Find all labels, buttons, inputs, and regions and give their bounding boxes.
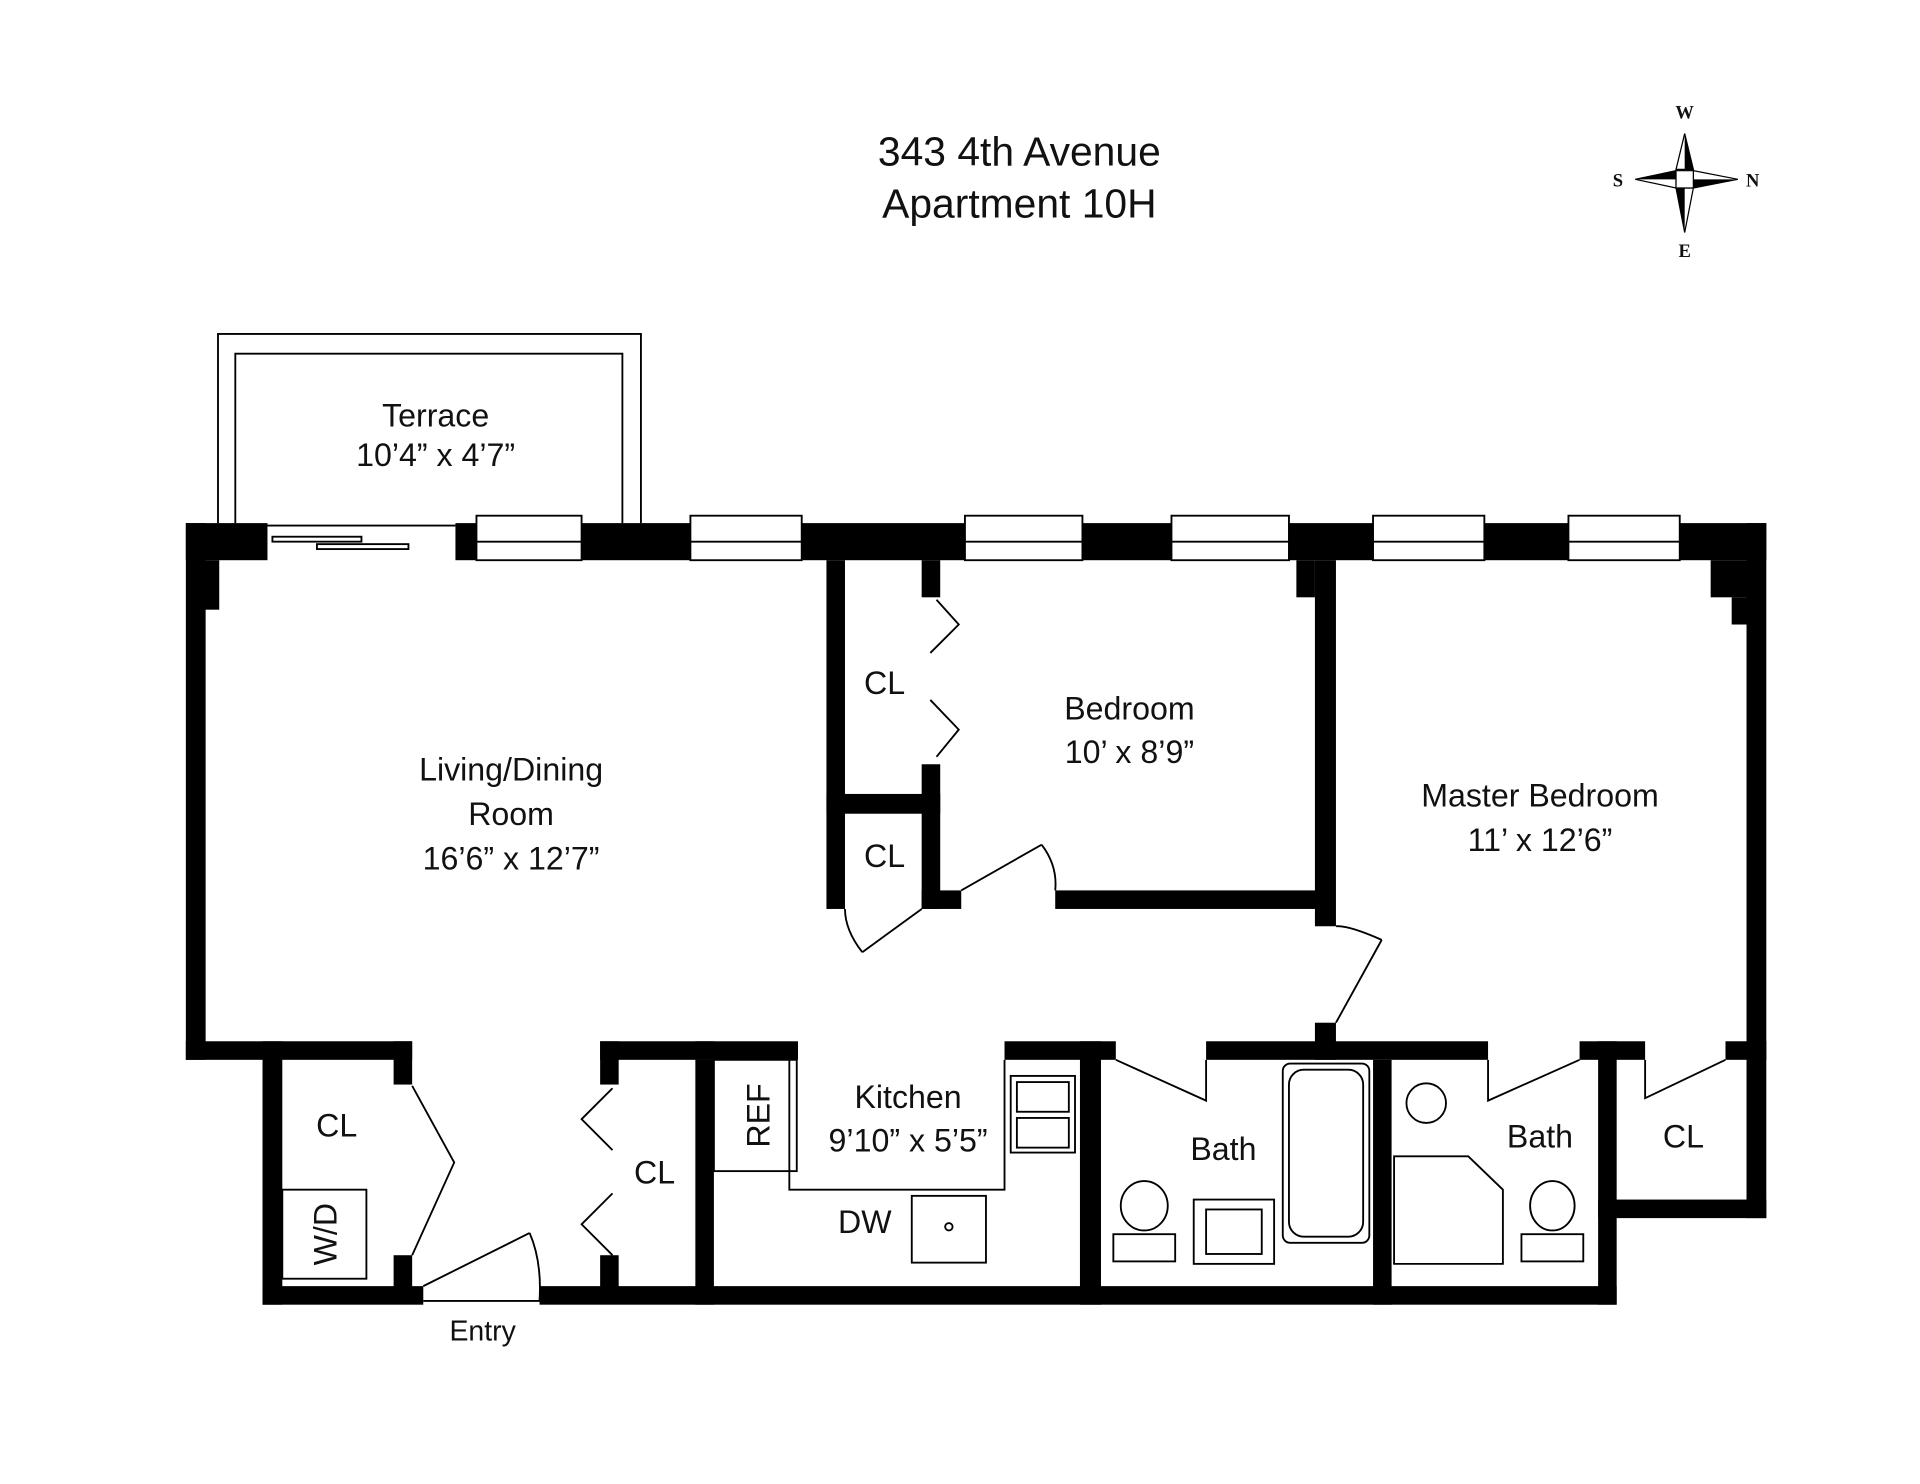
bath2-sink-icon: [1405, 1082, 1447, 1124]
doors: [411, 599, 1726, 1302]
closet-label: CL: [1663, 1119, 1704, 1155]
kitchen-label: Kitchen: [854, 1079, 961, 1115]
windows: [267, 514, 1681, 562]
bathtub-icon: [1281, 1062, 1371, 1244]
compass-rose-icon: [1635, 133, 1738, 233]
bedroom-label: Bedroom: [1064, 691, 1194, 727]
stove-icon: [1009, 1074, 1076, 1154]
kitchen-size: 9’10” x 5’5”: [829, 1122, 988, 1158]
bath2-label: Bath: [1507, 1119, 1573, 1155]
washer-dryer-icon: [281, 1188, 368, 1280]
dishwasher-label: DW: [838, 1204, 892, 1240]
terrace-size: 10’4” x 4’7”: [356, 437, 515, 473]
living-room-size: 16’6” x 12’7”: [423, 840, 600, 876]
closet-label: CL: [864, 665, 905, 701]
terrace: [217, 332, 642, 524]
shower-icon: [1393, 1155, 1504, 1265]
closet-label: CL: [316, 1107, 357, 1143]
address-title: 343 4th Avenue: [878, 129, 1161, 175]
master-bedroom-size: 11’ x 12’6”: [1468, 822, 1613, 858]
compass-west: W: [1675, 103, 1694, 124]
master-bedroom-label: Master Bedroom: [1421, 777, 1659, 813]
walls: [185, 523, 1767, 1305]
toilet-icon: [1119, 1180, 1169, 1232]
fixtures: [281, 1058, 1585, 1280]
bath-sink-icon: [1192, 1198, 1276, 1265]
refrigerator-icon: [712, 1058, 798, 1173]
kitchen-sink-icon: [910, 1194, 987, 1264]
entry-label: Entry: [449, 1316, 516, 1348]
bath-label: Bath: [1190, 1131, 1256, 1167]
closet-label: CL: [864, 838, 905, 874]
apartment-title: Apartment 10H: [882, 181, 1156, 227]
compass-south: S: [1613, 171, 1623, 192]
living-room-label: Living/Dining: [419, 751, 603, 787]
toilet2-icon: [1529, 1180, 1576, 1232]
washer-dryer-label: W/D: [308, 1203, 344, 1265]
bedroom-size: 10’ x 8’9”: [1065, 734, 1194, 770]
compass-east: E: [1678, 241, 1690, 262]
refrigerator-label: REF: [741, 1083, 777, 1147]
terrace-label: Terrace: [382, 398, 489, 434]
compass-north: N: [1746, 171, 1760, 192]
living-room-label-2: Room: [468, 796, 554, 832]
closet-label: CL: [634, 1154, 675, 1190]
